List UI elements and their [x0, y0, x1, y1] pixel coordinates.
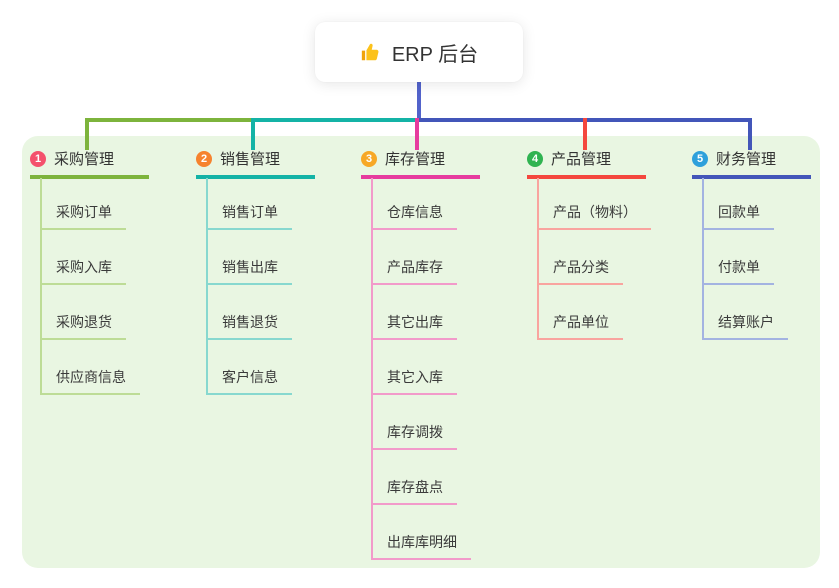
branch-label: 产品管理 [551, 151, 612, 168]
branch-rail-line [206, 178, 208, 395]
branch-number-badge: 2 [196, 150, 212, 167]
drop-line-branch-3 [415, 118, 419, 150]
child-node[interactable]: 其它入库 [371, 367, 457, 395]
branch-purchase: 1 采购管理 采购订单 采购入库 采购退货 供应商信息 [30, 0, 149, 588]
child-node[interactable]: 采购入库 [40, 257, 126, 285]
branch-rail-line [371, 178, 373, 560]
branch-rail-line [40, 178, 42, 395]
branch-node-inventory[interactable]: 3 库存管理 [361, 148, 480, 179]
branch-node-sales[interactable]: 2 销售管理 [196, 148, 315, 179]
bus-segment-teal [253, 118, 419, 122]
root-node-erp-backend[interactable]: ERP 后台 [315, 22, 523, 82]
branch-node-purchase[interactable]: 1 采购管理 [30, 148, 149, 179]
branch-rail-line [702, 178, 704, 340]
child-node[interactable]: 销售出库 [206, 257, 292, 285]
branch-number-badge: 1 [30, 150, 46, 167]
branch-product: 4 产品管理 产品（物料） 产品分类 产品单位 [527, 0, 651, 588]
branch-label: 采购管理 [54, 151, 115, 168]
drop-line-branch-1 [85, 118, 89, 150]
branch-number-badge: 4 [527, 150, 543, 167]
root-node-label: ERP 后台 [391, 43, 479, 66]
branch-label: 财务管理 [716, 151, 777, 168]
branch-number-badge: 3 [361, 150, 377, 167]
branch-label: 库存管理 [385, 151, 446, 168]
child-node[interactable]: 产品库存 [371, 257, 457, 285]
child-node[interactable]: 库存盘点 [371, 477, 457, 505]
child-node[interactable]: 仓库信息 [371, 202, 457, 230]
child-node[interactable]: 出库库明细 [371, 532, 471, 560]
branch-node-finance[interactable]: 5 财务管理 [692, 148, 811, 179]
child-node[interactable]: 库存调拨 [371, 422, 457, 450]
branch-rail-line [537, 178, 539, 340]
branch-label: 销售管理 [220, 151, 281, 168]
branch-inventory: 3 库存管理 仓库信息 产品库存 其它出库 其它入库 库存调拨 库存盘点 出库库… [361, 0, 480, 588]
branch-sales: 2 销售管理 销售订单 销售出库 销售退货 客户信息 [196, 0, 315, 588]
child-node[interactable]: 采购订单 [40, 202, 126, 230]
child-node[interactable]: 销售退货 [206, 312, 292, 340]
drop-line-branch-4 [583, 118, 587, 150]
bus-segment-green [85, 118, 253, 122]
child-node[interactable]: 结算账户 [702, 312, 788, 340]
drop-line-branch-5 [748, 118, 752, 150]
branch-number-badge: 5 [692, 150, 708, 167]
branch-node-product[interactable]: 4 产品管理 [527, 148, 646, 179]
child-node[interactable]: 付款单 [702, 257, 774, 285]
branch-finance: 5 财务管理 回款单 付款单 结算账户 [692, 0, 811, 588]
drop-line-branch-2 [251, 118, 255, 150]
background-panel [22, 136, 820, 568]
child-node[interactable]: 采购退货 [40, 312, 126, 340]
child-node[interactable]: 其它出库 [371, 312, 457, 340]
child-node[interactable]: 供应商信息 [40, 367, 140, 395]
child-node[interactable]: 客户信息 [206, 367, 292, 395]
child-node[interactable]: 销售订单 [206, 202, 292, 230]
thumbs-up-icon [360, 41, 382, 63]
child-node[interactable]: 产品（物料） [537, 202, 651, 230]
child-node[interactable]: 回款单 [702, 202, 774, 230]
root-stem-line [417, 82, 421, 118]
child-node[interactable]: 产品单位 [537, 312, 623, 340]
child-node[interactable]: 产品分类 [537, 257, 623, 285]
